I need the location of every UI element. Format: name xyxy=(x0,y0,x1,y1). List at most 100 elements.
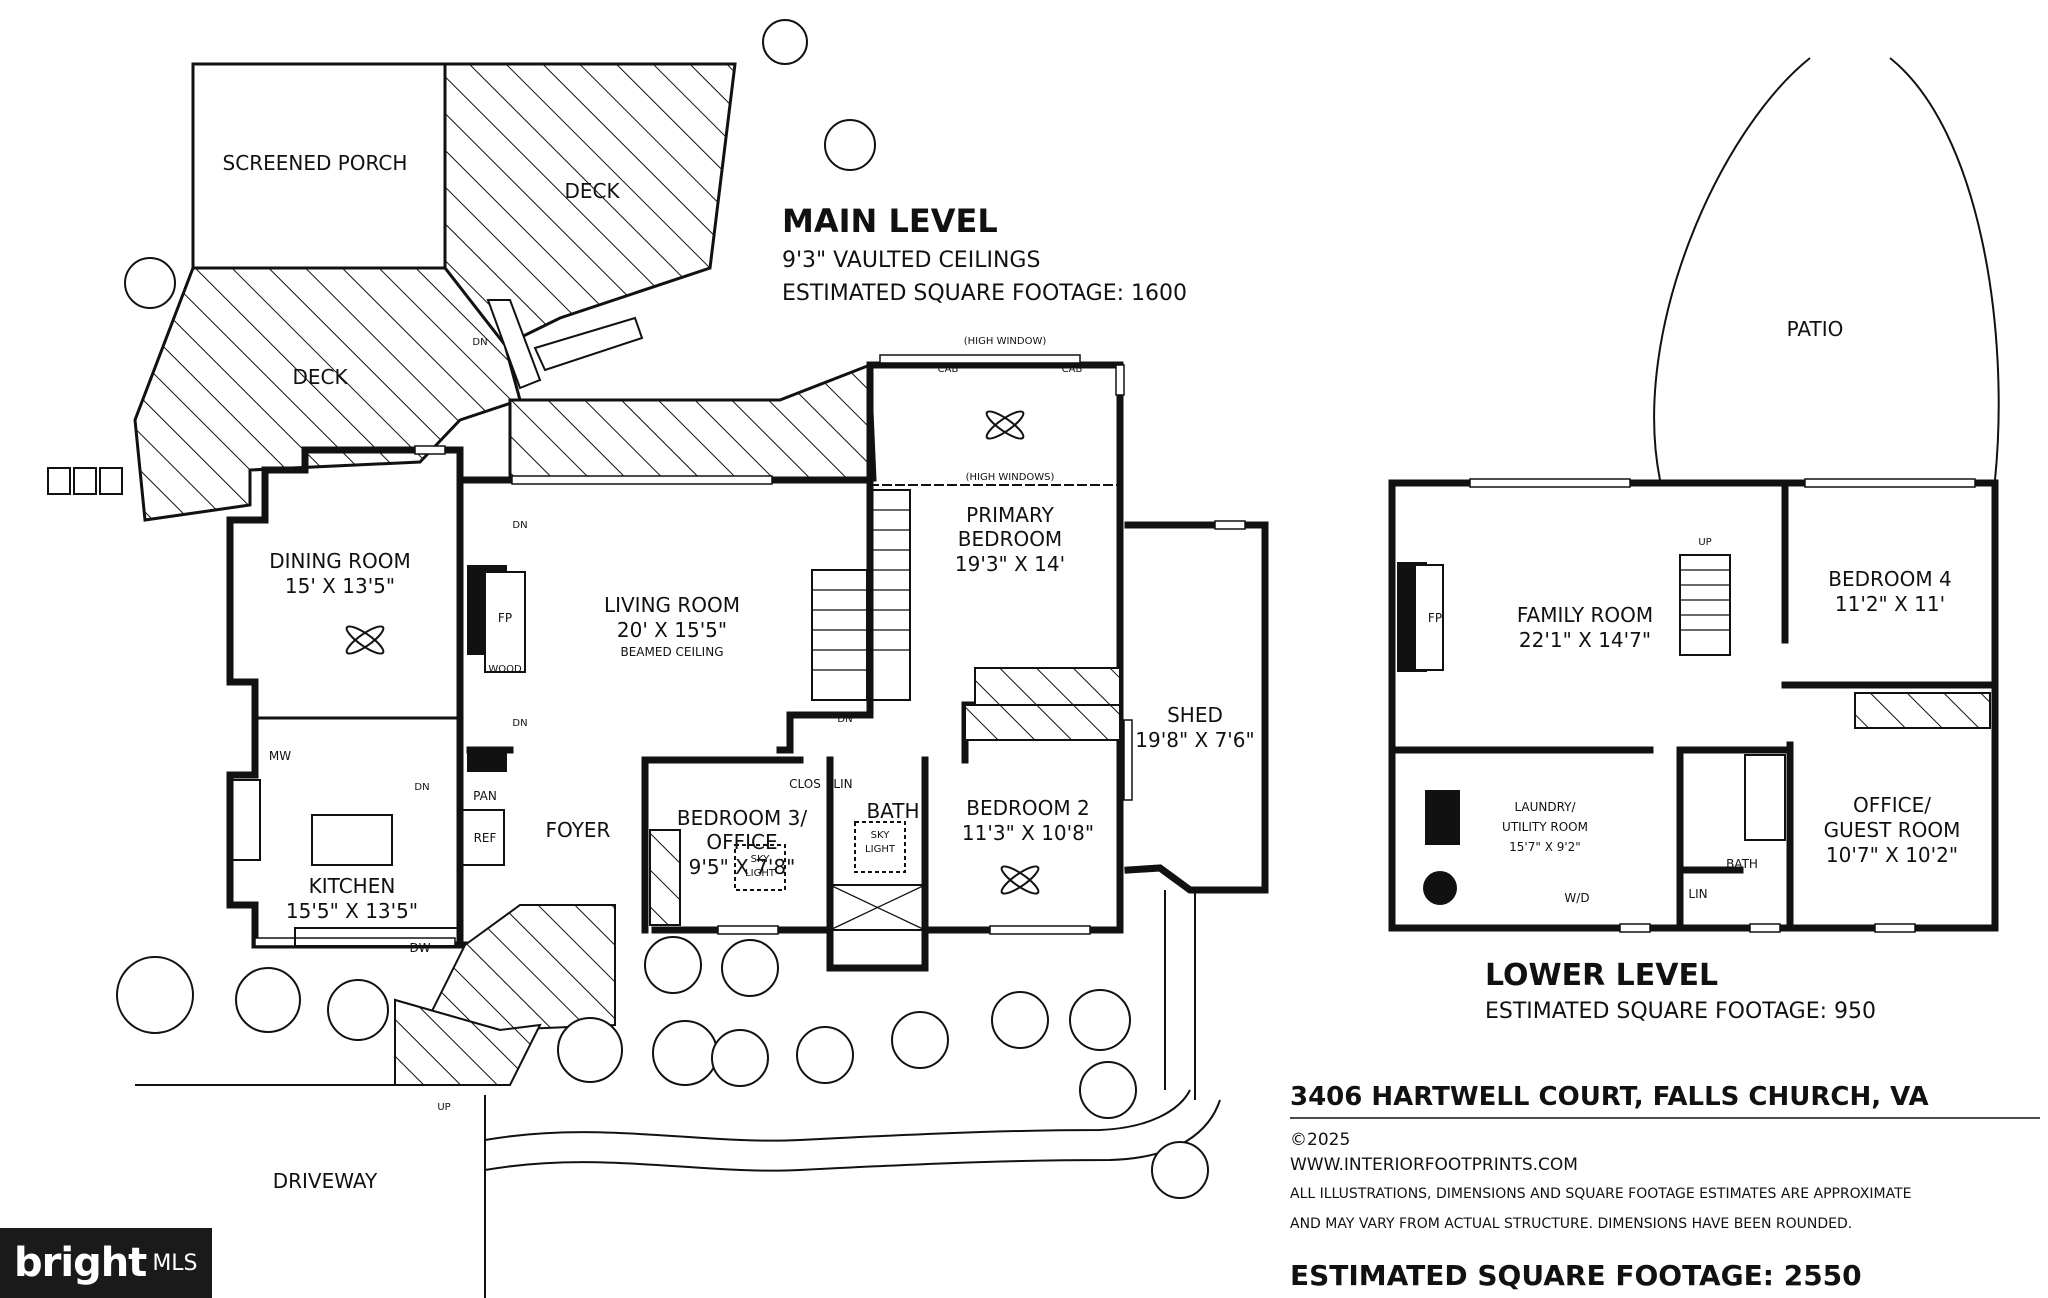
sky-label: SKY xyxy=(751,854,771,865)
driveway-label: DRIVEWAY xyxy=(273,1169,378,1193)
window xyxy=(1469,478,1631,488)
exterior-wall xyxy=(226,446,469,949)
main-stairs xyxy=(811,489,911,701)
foyer-label: FOYER xyxy=(546,818,611,842)
window xyxy=(879,354,1081,364)
fridge xyxy=(461,809,505,866)
light-label: LIGHT xyxy=(865,844,896,855)
bath-label: BATH xyxy=(866,799,919,823)
exterior-wall xyxy=(301,446,464,949)
pan-label: PAN xyxy=(473,789,497,803)
bedroom3-label-1: BEDROOM 3/ xyxy=(677,806,807,830)
exterior-wall xyxy=(651,361,1124,972)
up-label: UP xyxy=(437,1102,450,1113)
family-room-label: FAMILY ROOM xyxy=(1517,603,1653,627)
tub xyxy=(1744,754,1786,841)
water-heater xyxy=(1423,871,1457,905)
laundry-label-2: UTILITY ROOM xyxy=(1502,820,1588,834)
mls-logo-text: MLS xyxy=(152,1250,198,1276)
screened-porch-label: SCREENED PORCH xyxy=(223,151,408,175)
living-room-label: LIVING ROOM xyxy=(604,593,740,617)
bedroom2-label: BEDROOM 2 xyxy=(966,796,1089,820)
lower-level-plan xyxy=(1388,57,2000,933)
deck-stair-2 xyxy=(533,316,644,372)
dn-label: DN xyxy=(837,714,852,725)
main-level-plan xyxy=(47,19,1269,1298)
primary-bedroom-label-1: PRIMARY xyxy=(966,503,1054,527)
bright-logo-text: bright xyxy=(14,1240,147,1286)
lower-fireplace-hearth xyxy=(1414,564,1444,671)
counter-top xyxy=(294,927,461,947)
labels: SCREENED PORCH DECK DECK DINING ROOM 15'… xyxy=(223,151,2040,1292)
closet xyxy=(964,704,1121,741)
deck-upper-label: DECK xyxy=(564,179,620,203)
window xyxy=(1749,923,1781,933)
window xyxy=(1619,923,1651,933)
window xyxy=(414,445,446,455)
primary-bedroom-dims: 19'3" X 14' xyxy=(955,552,1065,576)
cab-label: CAB xyxy=(938,364,959,375)
window xyxy=(1115,364,1125,396)
office-label-1: OFFICE/ xyxy=(1853,793,1931,817)
lower-level-sqft: ESTIMATED SQUARE FOOTAGE: 950 xyxy=(1485,999,1876,1024)
lower-bath-label: BATH xyxy=(1726,857,1758,871)
skylight xyxy=(854,821,906,873)
main-level-title: MAIN LEVEL xyxy=(782,202,998,240)
skylight xyxy=(734,844,786,891)
light-label: LIGHT xyxy=(745,868,776,879)
dw-label: DW xyxy=(409,941,430,955)
stepping-stone xyxy=(47,467,71,495)
lower-up-label: UP xyxy=(1698,537,1711,548)
lin-label: LIN xyxy=(833,777,852,791)
ceiling-fan xyxy=(985,410,1025,440)
laundry-label-1: LAUNDRY/ xyxy=(1514,800,1576,814)
window xyxy=(1874,923,1916,933)
fireplace-hearth xyxy=(484,571,526,673)
walkway xyxy=(484,1089,1191,1142)
furnace xyxy=(1425,790,1460,845)
ceiling-fan xyxy=(1000,865,1040,895)
window xyxy=(1214,520,1246,530)
window xyxy=(511,475,773,485)
bedroom4-dims: 11'2" X 11' xyxy=(1835,592,1945,616)
patio-label: PATIO xyxy=(1787,317,1844,341)
entry-step xyxy=(394,998,542,1086)
high-window-label: (HIGH WINDOW) xyxy=(964,336,1047,347)
bedroom4-label: BEDROOM 4 xyxy=(1828,567,1951,591)
family-room-dims: 22'1" X 14'7" xyxy=(1519,628,1651,652)
dining-room-dims: 15' X 13'5" xyxy=(285,574,395,598)
lower-exterior-wall xyxy=(1388,479,1999,932)
closet xyxy=(649,829,681,926)
laundry-dims: 15'7" X 9'2" xyxy=(1509,840,1581,854)
bedroom2-dims: 11'3" X 10'8" xyxy=(962,821,1094,845)
deck-lower-label: DECK xyxy=(292,365,348,389)
dn-label: DN xyxy=(414,782,429,793)
deck-living-strip xyxy=(508,362,877,482)
primary-bedroom-label-2: BEDROOM xyxy=(958,527,1062,551)
lower-fp-label: FP xyxy=(1428,611,1442,625)
office-dims: 10'7" X 10'2" xyxy=(1826,843,1958,867)
window xyxy=(989,925,1091,935)
address: 3406 HARTWELL COURT, FALLS CHURCH, VA xyxy=(1290,1082,1929,1112)
kitchen-label: KITCHEN xyxy=(309,874,396,898)
deck-lower-area xyxy=(133,266,522,522)
dn-label: DN xyxy=(512,520,527,531)
living-room-dims: 20' X 15'5" xyxy=(617,618,727,642)
sky-label: SKY xyxy=(871,830,891,841)
closet xyxy=(974,667,1121,706)
stepping-stone xyxy=(73,467,97,495)
shrubs xyxy=(116,19,1209,1199)
lower-closet xyxy=(1854,692,1991,729)
main-level-ceilings: 9'3" VAULTED CEILINGS xyxy=(782,248,1040,273)
disclaimer-line-2: AND MAY VARY FROM ACTUAL STRUCTURE. DIME… xyxy=(1290,1216,1852,1232)
website: WWW.INTERIORFOOTPRINTS.COM xyxy=(1290,1155,1578,1175)
shower xyxy=(829,884,926,931)
range xyxy=(229,779,261,861)
total-sqft: ESTIMATED SQUARE FOOTAGE: 2550 xyxy=(1290,1259,1862,1292)
shed-label: SHED xyxy=(1167,703,1223,727)
bedroom3-dims: 9'5" X 7'8" xyxy=(689,855,796,879)
bedroom3-label-2: OFFICE xyxy=(706,830,777,854)
office-label-2: GUEST ROOM xyxy=(1824,818,1961,842)
stepping-stone xyxy=(99,467,123,495)
